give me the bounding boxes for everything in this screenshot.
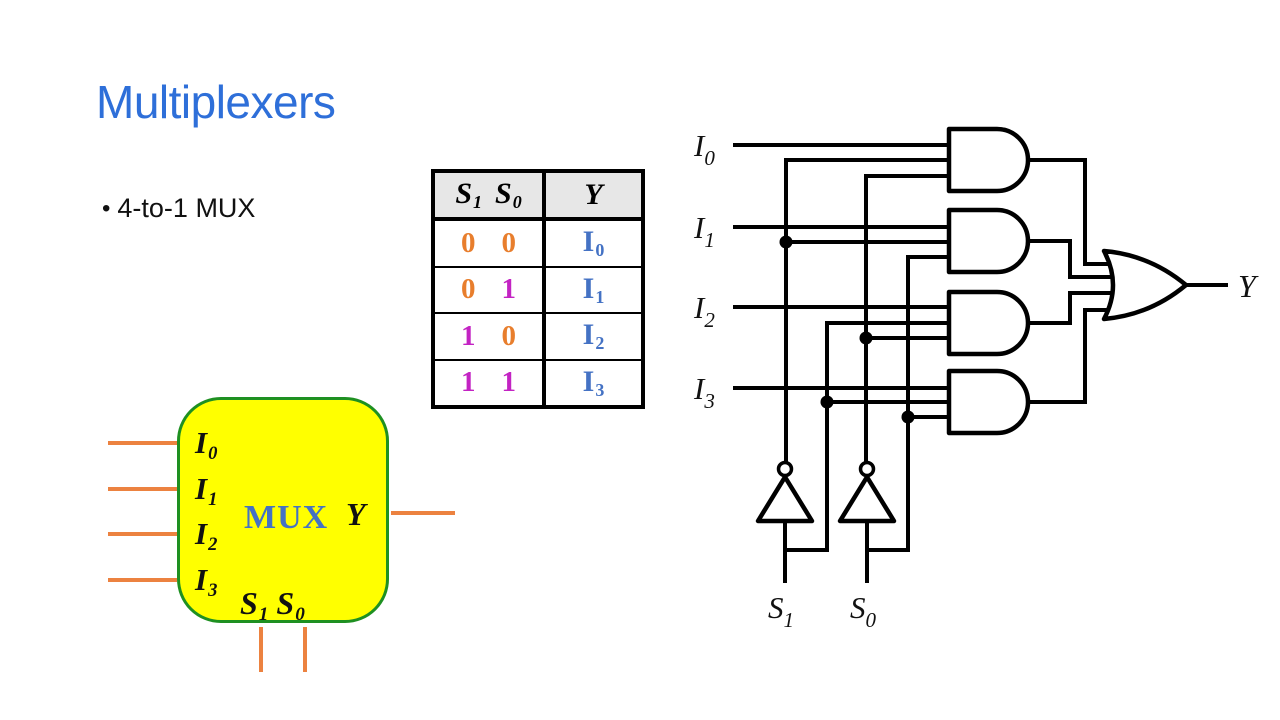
y-value: I3 <box>582 364 605 400</box>
s1-value: 1 <box>461 366 476 399</box>
mux-select-wire <box>303 627 307 672</box>
y-value: I1 <box>582 271 605 307</box>
mux-input-label: I1 <box>195 471 218 510</box>
s1-value: 0 <box>461 226 476 259</box>
inverter-bubble-icon <box>776 460 794 478</box>
wire-s0-not <box>864 174 955 462</box>
s0-value: 0 <box>501 319 517 352</box>
y-value: I0 <box>582 225 605 261</box>
junction-dot <box>901 410 915 424</box>
output-value-cell: I1 <box>546 268 641 313</box>
s1-value: 0 <box>461 273 476 306</box>
mux-input-wire <box>108 532 177 536</box>
mux-output-label: Y <box>346 496 366 532</box>
table-row: 0 0 I0 <box>435 221 641 268</box>
mux-gate-circuit: I0 I1 I2 I3 S1 S0 Y <box>693 126 1259 632</box>
circuit-input-label-i3: I3 <box>693 371 715 413</box>
header-cell-selects: S1 S0 <box>435 173 546 217</box>
s0-value: 0 <box>501 226 517 259</box>
table-row: 1 0 I2 <box>435 314 641 361</box>
circuit-select-label-s1: S1 <box>768 590 794 632</box>
not-gate-icon <box>755 474 815 524</box>
mux-select-s1: S1 <box>240 585 269 625</box>
header-cell-output: Y <box>546 173 641 217</box>
mux-input-label: I2 <box>195 516 218 555</box>
mux-block: I0 I1 I2 I3 MUX Y S1 S0 <box>177 397 389 626</box>
wire-s1-not <box>784 158 955 462</box>
table-row: 1 1 I3 <box>435 360 641 406</box>
circuit-output-label-y: Y <box>1238 268 1259 304</box>
circuit-select-label-s0: S0 <box>850 590 877 632</box>
truth-table: S1 S0 Y 0 0 I0 0 1 I1 <box>431 169 645 409</box>
output-value-cell: I3 <box>546 361 641 406</box>
wire-and4-out <box>1022 308 1112 404</box>
bullet-icon: • <box>102 194 111 222</box>
wire-s0 <box>867 255 955 552</box>
mux-input-wire <box>108 578 177 582</box>
header-s0: S0 <box>495 176 522 213</box>
select-values-cell: 1 0 <box>435 314 546 359</box>
output-value-cell: I2 <box>546 314 641 359</box>
not-gate-icon <box>837 474 897 524</box>
inverter-bubble-icon <box>858 460 876 478</box>
circuit-input-label-i0: I0 <box>693 128 715 170</box>
select-values-cell: 0 1 <box>435 267 546 312</box>
and-gate-icon <box>946 207 1031 275</box>
s1-value: 1 <box>461 319 476 352</box>
truth-table-header-row: S1 S0 Y <box>435 173 641 221</box>
and-gate-icon <box>946 126 1031 194</box>
mux-input-wire <box>108 487 177 491</box>
junction-dot <box>820 395 834 409</box>
junction-dot <box>859 331 873 345</box>
circuit-input-label-i1: I1 <box>693 210 715 252</box>
wire-and1-out <box>1022 158 1112 266</box>
table-row: 0 1 I1 <box>435 267 641 314</box>
mux-select-s0: S0 <box>276 585 305 625</box>
mux-input-wire <box>108 441 177 445</box>
header-s1: S1 <box>455 176 482 213</box>
y-value: I2 <box>582 318 605 354</box>
s0-value: 1 <box>501 366 517 399</box>
mux-select-labels: S1 S0 <box>240 585 305 626</box>
junction-dot <box>779 235 793 249</box>
mux-input-label: I3 <box>195 562 218 601</box>
header-y: Y <box>584 178 603 211</box>
bullet-item: • 4-to-1 MUX <box>102 193 255 224</box>
output-value-cell: I0 <box>546 221 641 266</box>
and-gate-icon <box>946 368 1031 436</box>
and-gate-icon <box>946 289 1031 357</box>
wire-s1 <box>785 321 955 552</box>
wire-and3-out <box>1022 291 1116 325</box>
select-values-cell: 0 0 <box>435 221 546 266</box>
or-gate-icon <box>1101 248 1189 322</box>
wires <box>733 143 1228 583</box>
circuit-input-label-i2: I2 <box>693 290 715 332</box>
bullet-text: 4-to-1 MUX <box>117 193 256 223</box>
mux-name-label: MUX <box>244 499 329 536</box>
page-title: Multiplexers <box>96 76 336 128</box>
s0-value: 1 <box>501 273 517 306</box>
mux-output-wire <box>391 511 455 515</box>
junction-dots <box>779 235 915 424</box>
mux-select-wire <box>259 627 263 672</box>
wire-and2-out <box>1022 239 1116 279</box>
select-values-cell: 1 1 <box>435 360 546 405</box>
mux-input-label: I0 <box>195 425 218 464</box>
